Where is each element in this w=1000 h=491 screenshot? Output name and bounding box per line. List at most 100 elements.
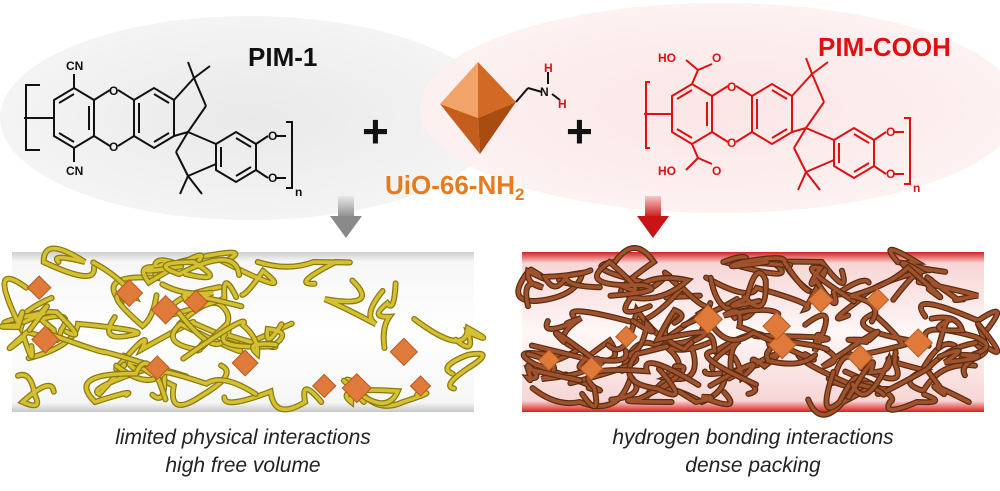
- mof-particle: [807, 286, 834, 313]
- plus-sign-2: +: [566, 105, 593, 157]
- polymer-chain: [176, 250, 276, 297]
- polymer-chain: [763, 313, 830, 353]
- uio66-label: UiO-66-NH2: [385, 170, 525, 205]
- polymer-chain: [570, 285, 713, 324]
- polymer-chain: [542, 268, 602, 290]
- polymer-chain: [122, 353, 229, 407]
- pimcooh-oh-bottom: HO: [658, 164, 676, 178]
- right-caption-line1: hydrogen bonding interactions: [612, 426, 894, 449]
- polymer-chain: [677, 389, 732, 406]
- polymer-chain: [704, 268, 827, 312]
- polymer-chain: [654, 307, 707, 343]
- red-down-arrow: [637, 196, 669, 238]
- polymer-chain: [530, 373, 639, 408]
- pimcooh-n-label: n: [913, 181, 920, 195]
- pim1-o-1: O: [109, 84, 118, 98]
- mof-particle: [409, 375, 432, 397]
- pimcooh-o-4: O: [886, 167, 895, 181]
- pim1-title: PIM-1: [248, 42, 318, 72]
- polymer-chain: [222, 387, 324, 412]
- mof-particle: [144, 355, 170, 381]
- polymer-chain: [554, 331, 629, 367]
- polymer-chain: [929, 315, 965, 350]
- mof-particle: [31, 325, 60, 354]
- left-caption-line1: limited physical interactions: [115, 426, 371, 449]
- grey-down-arrow: [330, 196, 362, 238]
- mof-particle: [231, 349, 259, 377]
- polymer-chain: [412, 317, 486, 349]
- polymer-chain: [846, 354, 891, 400]
- polymer-chain: [765, 339, 830, 366]
- left-caption-line2: high free volume: [165, 454, 321, 477]
- polymer-chain: [114, 363, 258, 396]
- mof-particle: [579, 356, 604, 381]
- polymer-chain: [916, 275, 979, 302]
- polymer-chain: [524, 363, 582, 383]
- uio66-subscript: 2: [515, 185, 525, 205]
- mof-particle: [903, 328, 933, 358]
- polymer-chain: [0, 277, 28, 329]
- pim1-n-label: n: [295, 185, 302, 199]
- mof-particle: [389, 337, 419, 367]
- plus-sign-1: +: [362, 105, 389, 157]
- pimcooh-o-2: O: [727, 136, 736, 150]
- amine-h2-label: H: [558, 97, 567, 111]
- polymer-chain: [809, 265, 856, 305]
- polymer-chain: [16, 373, 56, 408]
- polymer-chain: [937, 348, 980, 365]
- polymer-chain: [730, 271, 768, 308]
- mof-particle: [115, 278, 144, 308]
- polymer-chain: [171, 321, 294, 353]
- polymer-chain: [141, 253, 204, 285]
- polymer-chain: [376, 281, 398, 350]
- pim1-o-3: O: [268, 129, 277, 143]
- polymer-chain: [163, 258, 241, 280]
- polymer-chain: [91, 260, 159, 329]
- polymer-chain: [530, 338, 617, 370]
- pimcooh-o-3: O: [886, 125, 895, 139]
- mof-particle: [538, 349, 561, 372]
- polymer-chain: [41, 246, 96, 278]
- mof-particle: [183, 289, 209, 315]
- mof-particle: [312, 373, 337, 399]
- polymer-chain: [703, 352, 780, 381]
- polymer-chain: [831, 350, 900, 385]
- pim1-cn-bottom-label: CN: [66, 164, 83, 178]
- polymer-chain: [324, 278, 385, 326]
- mof-particle: [341, 373, 372, 404]
- mof-particle: [847, 344, 874, 371]
- pimcooh-o-1: O: [727, 80, 736, 94]
- polymer-chain: [627, 344, 678, 397]
- right-caption-line2: dense packing: [685, 454, 821, 477]
- amine-n-label: N: [540, 85, 549, 99]
- pim1-o-2: O: [109, 140, 118, 154]
- polymer-chain: [821, 330, 880, 369]
- pimcooh-oh-top: HO: [658, 51, 676, 65]
- polymer-chain: [255, 260, 352, 286]
- pimcooh-background-ellipse: [420, 3, 1000, 213]
- mof-particle: [615, 325, 638, 349]
- left-polymer-chains: [0, 245, 487, 413]
- mof-particle: [865, 288, 890, 312]
- pim1-o-4: O: [268, 171, 277, 185]
- amine-bonds: [515, 72, 561, 103]
- pim1-cn-top-label: CN: [66, 59, 83, 73]
- pim1-background-ellipse: [0, 16, 500, 220]
- polymer-chain: [221, 322, 284, 349]
- polymer-chain: [181, 319, 278, 361]
- mof-particle: [150, 294, 181, 325]
- pim1-structure: CN CN O O O O n: [24, 59, 302, 199]
- polymer-chain: [708, 276, 761, 320]
- polymer-chain: [445, 351, 485, 391]
- polymer-chain: [595, 259, 654, 298]
- polymer-chain: [730, 256, 810, 293]
- pimcooh-o-bottom: O: [712, 164, 721, 178]
- polymer-chain: [2, 304, 49, 332]
- polymer-chain: [26, 315, 140, 360]
- polymer-chain: [623, 276, 692, 314]
- pimcooh-structure: HO O HO O O O O O n: [644, 51, 920, 195]
- pimcooh-bonds: [644, 57, 911, 191]
- amine-h1-label: H: [544, 62, 553, 75]
